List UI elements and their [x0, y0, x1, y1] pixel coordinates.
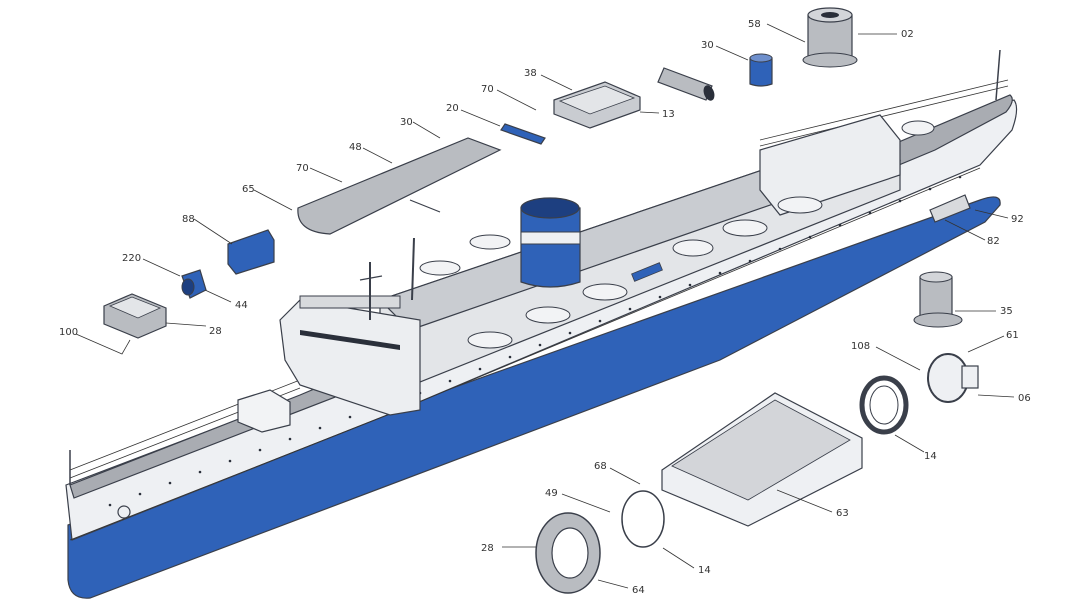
- label-48: 48: [349, 142, 362, 153]
- part-blue-bracket: [227, 229, 275, 275]
- part-tray-top: [558, 85, 636, 115]
- label-14: 14: [698, 565, 711, 576]
- superstructure: [237, 114, 935, 433]
- part-deck-plate-strut: [409, 199, 441, 213]
- anchor-icon: [117, 505, 131, 519]
- part-pipe: [657, 67, 713, 101]
- part-blue-cylinder: [749, 57, 773, 87]
- stern-railing: [759, 79, 1009, 147]
- part-top-cylinder-base: [802, 52, 858, 68]
- part-blue-cylinder-cap: [749, 53, 773, 63]
- stern-superstructure: [759, 114, 901, 216]
- label-14: 14: [924, 451, 937, 462]
- bridge-roof-box: [299, 295, 401, 309]
- funnel: [520, 197, 581, 288]
- part-ring-inner: [869, 385, 899, 425]
- label-64: 64: [632, 585, 645, 596]
- label-68: 68: [594, 461, 607, 472]
- stern-rudder: [929, 194, 971, 223]
- fore-mast-arm: [359, 275, 383, 281]
- label-20: 20: [446, 103, 459, 114]
- funnel-top: [520, 197, 580, 219]
- lifeboat: [722, 219, 768, 237]
- leader-lines: [75, 23, 1015, 589]
- label-58: 58: [748, 19, 761, 30]
- label-49: 49: [545, 488, 558, 499]
- label-38: 38: [524, 68, 537, 79]
- label-30: 30: [701, 40, 714, 51]
- portholes: [108, 175, 962, 507]
- part-wire-ring: [621, 490, 665, 548]
- label-92: 92: [1011, 214, 1024, 225]
- label-88: 88: [182, 214, 195, 225]
- part-right-cylinder-cap: [919, 271, 953, 283]
- lifeboat: [582, 283, 628, 301]
- label-100: 100: [59, 327, 78, 338]
- label-06: 06: [1018, 393, 1031, 404]
- label-61: 61: [1006, 330, 1019, 341]
- lifeboat: [672, 239, 714, 257]
- lifeboat: [419, 260, 461, 276]
- part-rod: [500, 123, 546, 145]
- label-108: 108: [851, 341, 870, 352]
- part-pipe-end: [703, 85, 715, 101]
- lifeboat: [469, 234, 511, 250]
- funnel-body: [520, 207, 581, 288]
- part-right-cylinder-base: [913, 312, 963, 328]
- label-13: 13: [662, 109, 675, 120]
- label-35: 35: [1000, 306, 1013, 317]
- part-blue-valve-port: [181, 278, 195, 296]
- lifeboat: [777, 196, 823, 214]
- watermark: 豆包AI生成: [930, 560, 1033, 584]
- part-top-cylinder-hole: [821, 12, 839, 18]
- funnel-band: [520, 231, 581, 245]
- label-28: 28: [481, 543, 494, 554]
- part-labels: 58 02 30 38 13 70 20 30 48 70 65 88 220 …: [59, 19, 1031, 596]
- label-70: 70: [481, 84, 494, 95]
- label-44: 44: [235, 300, 248, 311]
- stern-hatch: [901, 120, 935, 136]
- main-mast: [411, 237, 415, 301]
- lifeboat: [525, 306, 571, 324]
- exploded-parts: [103, 7, 979, 594]
- label-02: 02: [901, 29, 914, 40]
- label-30: 30: [400, 117, 413, 128]
- forward-deckbox: [237, 389, 291, 433]
- bridge-windows: [300, 330, 400, 350]
- hull-lower-blue: [67, 196, 1001, 599]
- deck-vent: [631, 262, 663, 282]
- label-65: 65: [242, 184, 255, 195]
- label-63: 63: [836, 508, 849, 519]
- lifeboat: [467, 331, 513, 349]
- part-flange-hole: [551, 527, 589, 579]
- label-220: 220: [122, 253, 141, 264]
- label-70: 70: [296, 163, 309, 174]
- label-82: 82: [987, 236, 1000, 247]
- stern-mast: [995, 49, 1001, 101]
- part-ring: [859, 375, 909, 435]
- label-28: 28: [209, 326, 222, 337]
- lifeboats: [419, 196, 823, 349]
- part-deck-plate: [297, 137, 502, 235]
- part-pipe-fitting-branch: [961, 365, 979, 389]
- part-glass-tray-inner: [671, 399, 851, 501]
- part-small-box-top: [108, 296, 162, 319]
